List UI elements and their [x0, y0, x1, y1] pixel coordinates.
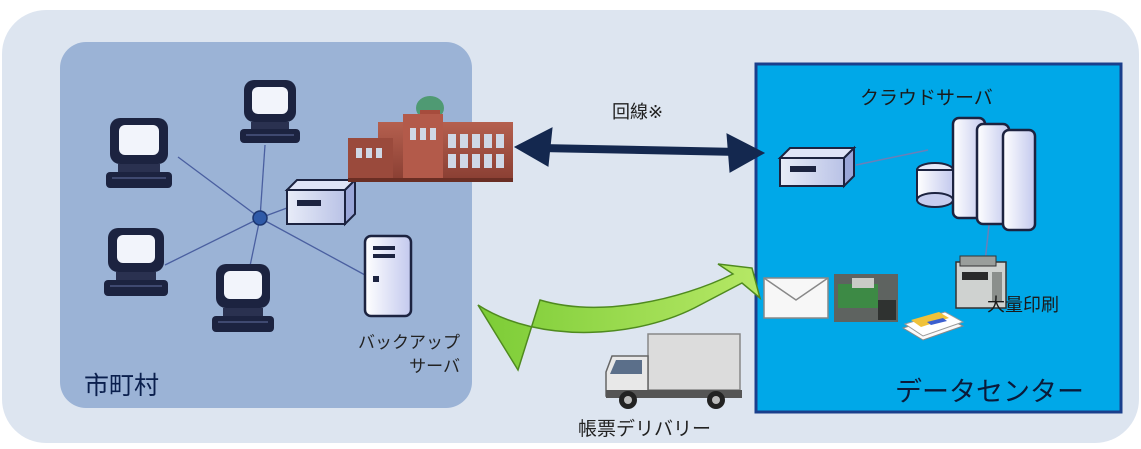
network-hub [252, 210, 268, 226]
printing-press-photo [834, 274, 898, 322]
envelope-icon [763, 277, 829, 319]
mass-printer-icon [955, 255, 1007, 309]
cloud-server-icon [916, 116, 1037, 232]
municipality-label: 市町村 [84, 371, 160, 400]
delivery-arrow [477, 263, 762, 372]
mass-print-label: 大量印刷 [987, 295, 1059, 316]
dc-link-line [855, 149, 929, 166]
backup-server-icon [363, 234, 413, 318]
connection-arrow [513, 127, 766, 173]
connection-label: 回線※ [612, 102, 664, 123]
local-server-icon [284, 177, 358, 227]
document-stack-icon [901, 311, 965, 341]
delivery-label: 帳票デリバリー [578, 418, 712, 440]
pc-icon [106, 118, 172, 188]
backup-server-label-line1: バックアップ [358, 333, 460, 353]
dc-server-icon [777, 145, 857, 189]
datacenter-panel [754, 62, 1123, 414]
datacenter-label: データセンター [895, 377, 1084, 408]
city-hall-icon [348, 96, 513, 182]
cloud-server-label: クラウドサーバ [860, 87, 993, 109]
backup-server-label: バックアップ サーバ [330, 331, 460, 379]
pc-icon [212, 264, 274, 332]
pc-icon [104, 228, 168, 296]
backup-server-label-line2: サーバ [409, 357, 460, 377]
delivery-truck-icon [605, 333, 742, 409]
pc-icon [240, 80, 300, 143]
